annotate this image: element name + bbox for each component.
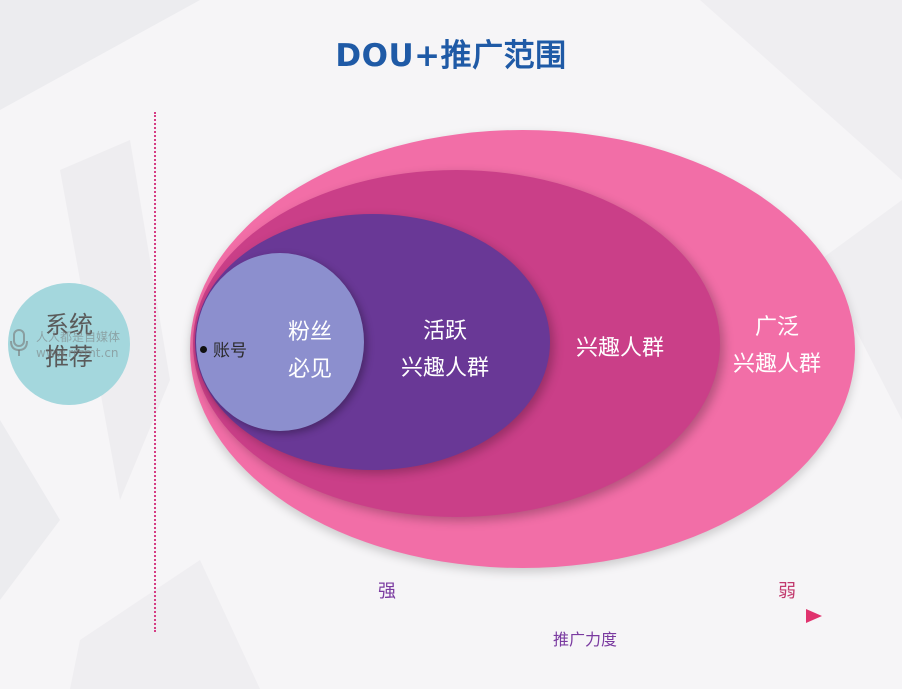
axis-strong-label: 强 <box>378 581 396 602</box>
fans-line2: 必见 <box>287 357 332 382</box>
account-label: 账号 <box>200 336 247 361</box>
microphone-icon <box>10 329 28 356</box>
broad-interest-label: 广泛 兴趣人群 <box>712 309 842 383</box>
system-recommend-line1: 系统 <box>45 311 93 339</box>
active-interest-label: 活跃 兴趣人群 <box>380 313 510 387</box>
interest-line1: 兴趣人群 <box>575 336 664 361</box>
axis-weak-label: 弱 <box>778 581 796 602</box>
page-title: DOU+推广范围 <box>335 38 567 74</box>
bullet-dot-icon <box>200 345 207 353</box>
watermark-line2: www.rrzmt.cn <box>36 346 119 360</box>
broad-interest-line1: 广泛 <box>754 315 799 340</box>
watermark-line1: 人人都是自媒体 <box>36 330 121 344</box>
fans-line1: 粉丝 <box>287 320 332 345</box>
dotted-divider <box>154 112 156 632</box>
system-recommend-line2: 推荐 <box>45 343 93 371</box>
axis-label: 推广力度 <box>552 630 617 649</box>
fans-circle <box>196 253 364 431</box>
interest-label: 兴趣人群 <box>555 330 685 367</box>
watermark: 人人都是自媒体 www.rrzmt.cn <box>6 328 136 364</box>
active-interest-line1: 活跃 <box>422 319 467 344</box>
system-recommend-circle <box>8 283 130 405</box>
fans-label: 粉丝 必见 <box>270 314 350 388</box>
broad-interest-line2: 兴趣人群 <box>732 352 821 377</box>
promotion-strength-arrow <box>365 609 822 623</box>
system-recommend-label: 系统 推荐 <box>8 309 130 373</box>
active-interest-line2: 兴趣人群 <box>400 356 489 381</box>
account-text: 账号 <box>213 341 247 361</box>
